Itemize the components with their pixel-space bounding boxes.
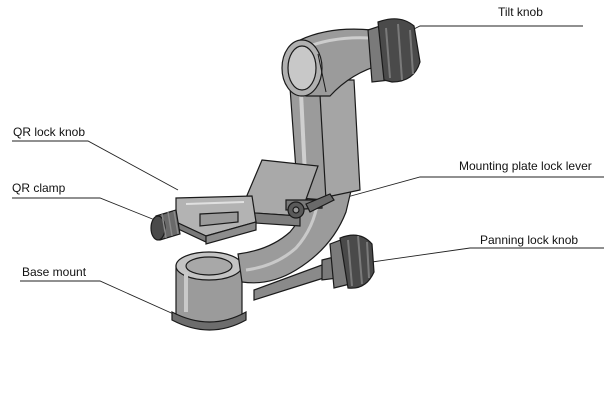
tilt-knob-leader xyxy=(399,25,583,37)
mounting-plate-lock-leader xyxy=(317,176,604,206)
mounting-plate-lever-part xyxy=(285,193,335,219)
mounting-plate-lock-lever-label: Mounting plate lock lever xyxy=(459,159,592,173)
base-mount-part xyxy=(171,251,247,331)
qr-clamp-leader xyxy=(12,197,161,223)
top-arm-part xyxy=(281,28,385,97)
tilt-knob-part xyxy=(367,18,421,83)
panning-lock-knob-label: Panning lock knob xyxy=(480,233,579,247)
qr-clamp-knob-part xyxy=(150,209,181,241)
panning-knob-part xyxy=(329,234,375,289)
qr-clamp-label: QR clamp xyxy=(12,181,66,195)
qr-lock-knob-label: QR lock knob xyxy=(13,125,86,139)
leader-lines xyxy=(12,25,604,317)
panning-lock-knob-leader xyxy=(371,247,604,263)
base-mount-label: Base mount xyxy=(22,265,87,279)
qr-lock-knob-leader xyxy=(12,140,179,191)
tilt-knob-label: Tilt knob xyxy=(498,5,543,19)
base-mount-leader xyxy=(20,280,179,317)
